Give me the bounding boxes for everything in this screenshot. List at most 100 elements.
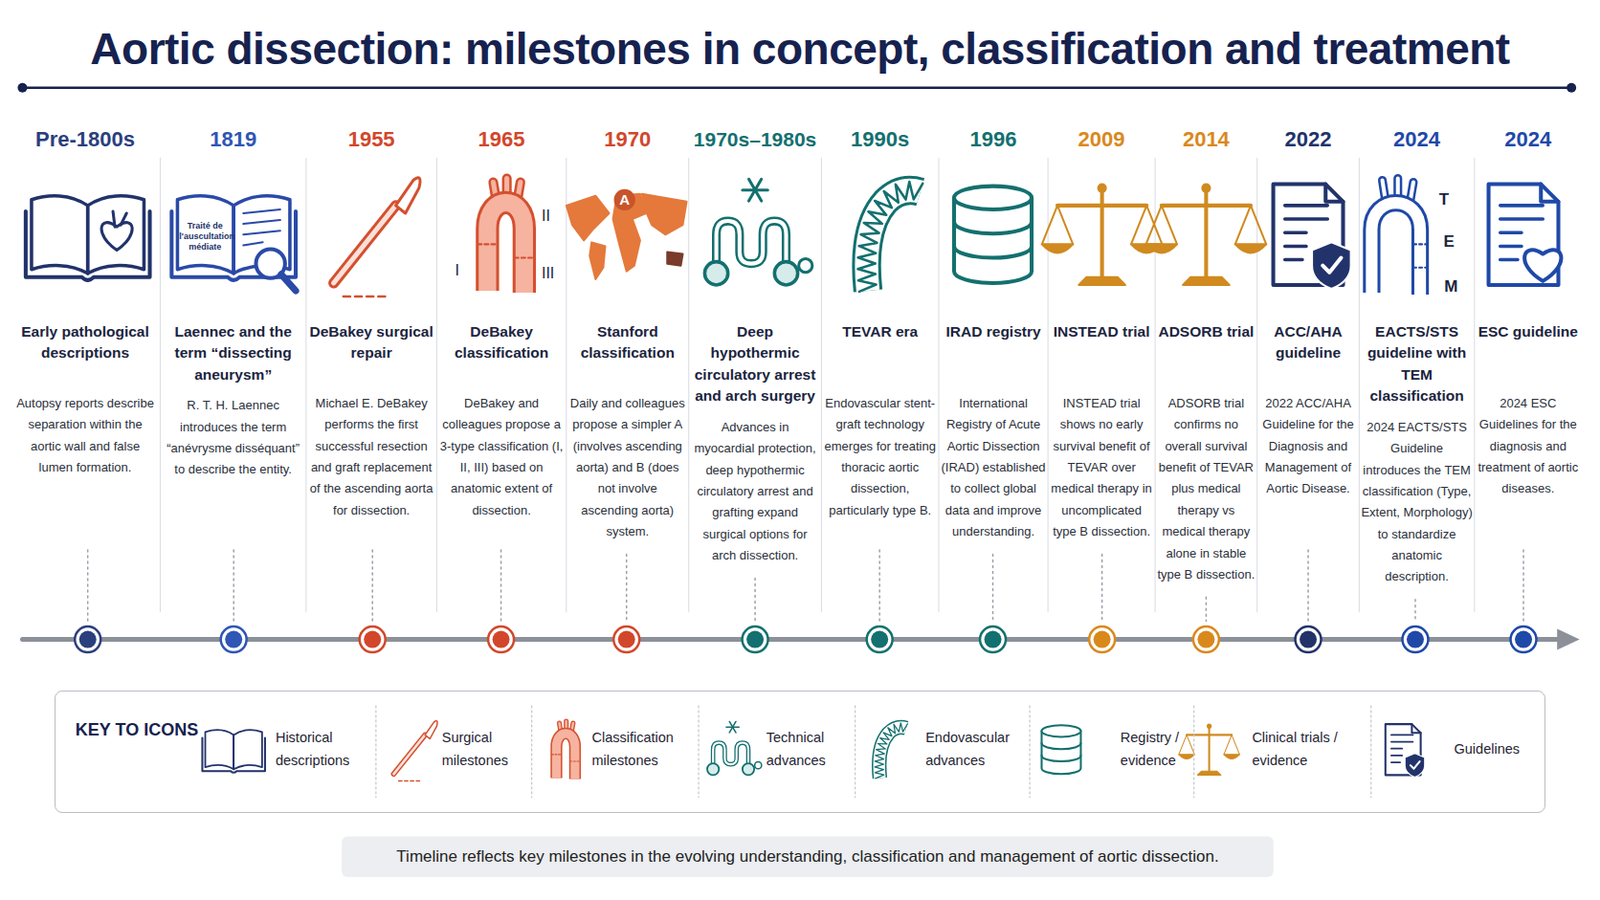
icon-stroke bbox=[748, 178, 761, 201]
year-label: 2014 bbox=[1182, 127, 1230, 153]
icon-stroke bbox=[954, 245, 1032, 258]
icon-book bbox=[201, 730, 266, 773]
icon-stroke bbox=[1322, 258, 1341, 273]
icon-circle bbox=[1097, 183, 1108, 194]
timeline-dot bbox=[870, 631, 889, 649]
icon-circle bbox=[774, 262, 798, 286]
icon-stroke bbox=[393, 734, 425, 775]
icon-stroke bbox=[1325, 184, 1343, 202]
icon-circle bbox=[755, 762, 762, 770]
milestone-heading: IRAD registry bbox=[940, 321, 1046, 343]
year-label: 2022 bbox=[1285, 127, 1333, 153]
rule-end bbox=[1566, 83, 1577, 93]
icon-stroke bbox=[1146, 244, 1178, 253]
timeline-column: 1965DeBakey classificationDeBakey and co… bbox=[438, 105, 564, 623]
icon-stroke bbox=[1404, 754, 1424, 778]
caption: Timeline reflects key milestones in the … bbox=[396, 847, 1219, 867]
milestone-description: Advances in myocardial protection, deep … bbox=[690, 417, 821, 568]
column-divider bbox=[305, 157, 307, 613]
icon-letter: M bbox=[1444, 278, 1458, 297]
legend-label: Endovascular advances bbox=[925, 727, 1031, 774]
icon-db bbox=[1042, 725, 1082, 775]
icon-stroke bbox=[748, 178, 761, 201]
icon-stroke bbox=[1385, 724, 1422, 776]
icon-stent bbox=[874, 723, 908, 779]
timeline-dot bbox=[224, 631, 243, 649]
milestone-description: 2022 ACC/AHA Guideline for the Diagnosis… bbox=[1259, 393, 1358, 501]
milestone-heading: Early pathological descriptions bbox=[12, 321, 159, 365]
icon-stroke bbox=[555, 733, 575, 780]
icon-stroke bbox=[551, 755, 580, 762]
icon-stroke bbox=[477, 244, 534, 258]
column-divider bbox=[821, 157, 823, 613]
leader-line bbox=[1205, 597, 1208, 622]
legend-separator bbox=[697, 706, 699, 799]
icon-stroke bbox=[243, 209, 280, 245]
icon-stroke bbox=[232, 205, 236, 274]
diagram-title: Aortic dissection: milestones in concept… bbox=[89, 24, 1510, 74]
timeline-dot-ring bbox=[1295, 626, 1322, 653]
icon-stroke bbox=[31, 196, 89, 274]
icon-stroke bbox=[232, 734, 235, 770]
icon-stroke bbox=[487, 202, 524, 293]
legend-label: Guidelines bbox=[1454, 738, 1521, 762]
timeline-column: 1996IRAD registryInternational Registry … bbox=[940, 105, 1046, 623]
icon-circle bbox=[1200, 183, 1211, 194]
icon-stroke bbox=[1410, 761, 1421, 770]
icon-stent bbox=[857, 181, 923, 292]
icon-stroke bbox=[343, 295, 389, 299]
icon-stroke bbox=[716, 221, 787, 265]
timeline-dot bbox=[79, 631, 97, 649]
leader-line bbox=[1307, 550, 1310, 623]
milestone-description: 2024 ESC Guidelines for the diagnosis an… bbox=[1476, 393, 1580, 501]
timeline-dot-ring bbox=[1401, 626, 1428, 653]
year-label: 1970s–1980s bbox=[693, 127, 817, 152]
timeline-column: 2024EACTS/STS guideline with TEM classif… bbox=[1360, 105, 1472, 623]
icon-docshield bbox=[1273, 184, 1352, 289]
icon-stroke bbox=[333, 205, 397, 284]
icon-db bbox=[954, 186, 1032, 284]
timeline-dot bbox=[363, 631, 381, 649]
milestone-description: Autopsy reports describe separation with… bbox=[12, 393, 159, 479]
leader-line bbox=[878, 550, 881, 623]
legend-separator bbox=[1370, 706, 1372, 799]
legend-label: Registry / evidence bbox=[1120, 727, 1212, 774]
icon-circle bbox=[614, 189, 636, 211]
leader-line bbox=[625, 555, 628, 623]
milestone-heading: ESC guideline bbox=[1476, 321, 1580, 343]
icon-stroke bbox=[1042, 205, 1073, 245]
icon-stroke bbox=[396, 177, 421, 214]
icon-stroke bbox=[393, 734, 425, 775]
icon-stroke bbox=[1311, 242, 1352, 289]
icon-stroke bbox=[112, 211, 127, 227]
icon-stroke bbox=[874, 723, 908, 779]
leader-line bbox=[992, 555, 995, 623]
year-label: 1970 bbox=[603, 127, 651, 153]
timeline-column: 2024ESC guideline2024 ESC Guidelines for… bbox=[1476, 105, 1580, 623]
rule-end bbox=[17, 83, 27, 93]
milestone-heading: Stanford classification bbox=[568, 321, 688, 365]
legend-separator bbox=[375, 706, 377, 799]
year-label: 1965 bbox=[478, 127, 526, 153]
milestone-description: Daily and colleagues propose a simpler A… bbox=[568, 393, 688, 544]
icon-stroke bbox=[642, 194, 688, 236]
legend-label: Surgical milestones bbox=[442, 727, 534, 774]
icon-stroke bbox=[281, 274, 296, 291]
icon-stroke bbox=[487, 202, 524, 293]
icon-ellipse bbox=[1042, 725, 1082, 737]
year-label: 1819 bbox=[209, 127, 257, 153]
milestone-description: DeBakey and colleagues propose a 3-type … bbox=[438, 393, 564, 522]
leader-line bbox=[754, 577, 756, 622]
icon-ellipse bbox=[954, 186, 1032, 210]
caption-box bbox=[341, 836, 1274, 878]
icon-stroke bbox=[177, 196, 234, 274]
legend-label: Historical descriptions bbox=[275, 727, 372, 774]
icon-stroke bbox=[1161, 203, 1251, 208]
timeline-dot-ring bbox=[74, 626, 101, 653]
icon-stroke bbox=[399, 780, 423, 782]
year-label: 1955 bbox=[348, 127, 396, 153]
icon-stroke bbox=[1235, 205, 1267, 245]
timeline-dot-ring bbox=[221, 626, 247, 653]
icon-stroke bbox=[857, 181, 923, 292]
leader-line bbox=[1101, 555, 1104, 623]
